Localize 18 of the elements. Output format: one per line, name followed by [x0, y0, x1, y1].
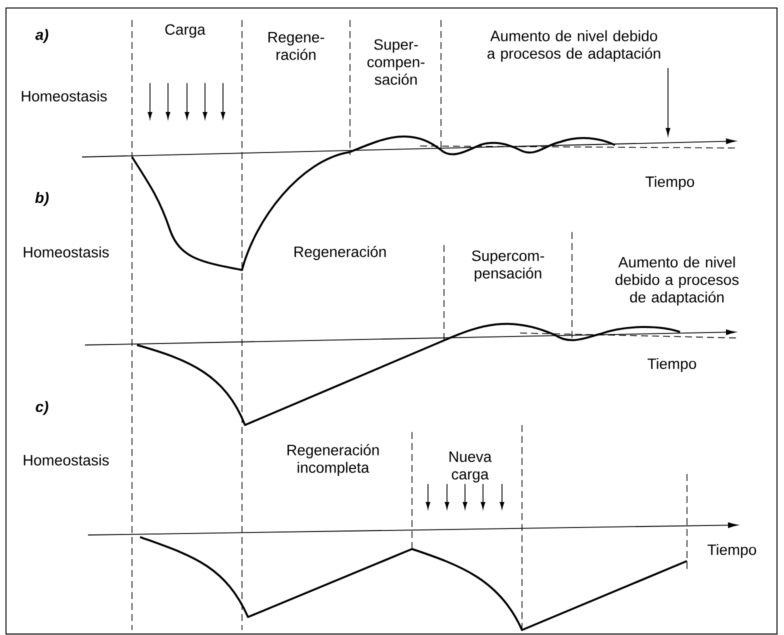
phase-label: Regeneración [294, 246, 386, 260]
axis-label: Homeostasis [24, 454, 109, 466]
panel-letter: b) [35, 192, 49, 206]
phase-label: Aumento de nivel debido a procesos de adaptación [488, 30, 660, 62]
phase-label: Supercom- pensación [472, 250, 544, 282]
phase-label: Regene- ración [268, 32, 324, 60]
phase-label: Nueva carga [450, 452, 492, 482]
panel-letter: a) [35, 29, 48, 43]
phase-label: Aumento de nivel debido a procesos de adaptación [616, 256, 739, 306]
axis-label: Tiempo [648, 358, 696, 372]
phase-label: Carga [165, 24, 206, 38]
axis-label: Tiempo [646, 176, 694, 190]
panel-letter: c) [36, 401, 48, 415]
phase-label: Super- compen- sación [367, 39, 424, 85]
axis-label: Homeostasis [24, 246, 109, 258]
axis-label: Homeostasis [22, 90, 107, 102]
axis-label: Tiempo [708, 544, 756, 558]
phase-label: Regeneración incompleta [288, 444, 379, 476]
